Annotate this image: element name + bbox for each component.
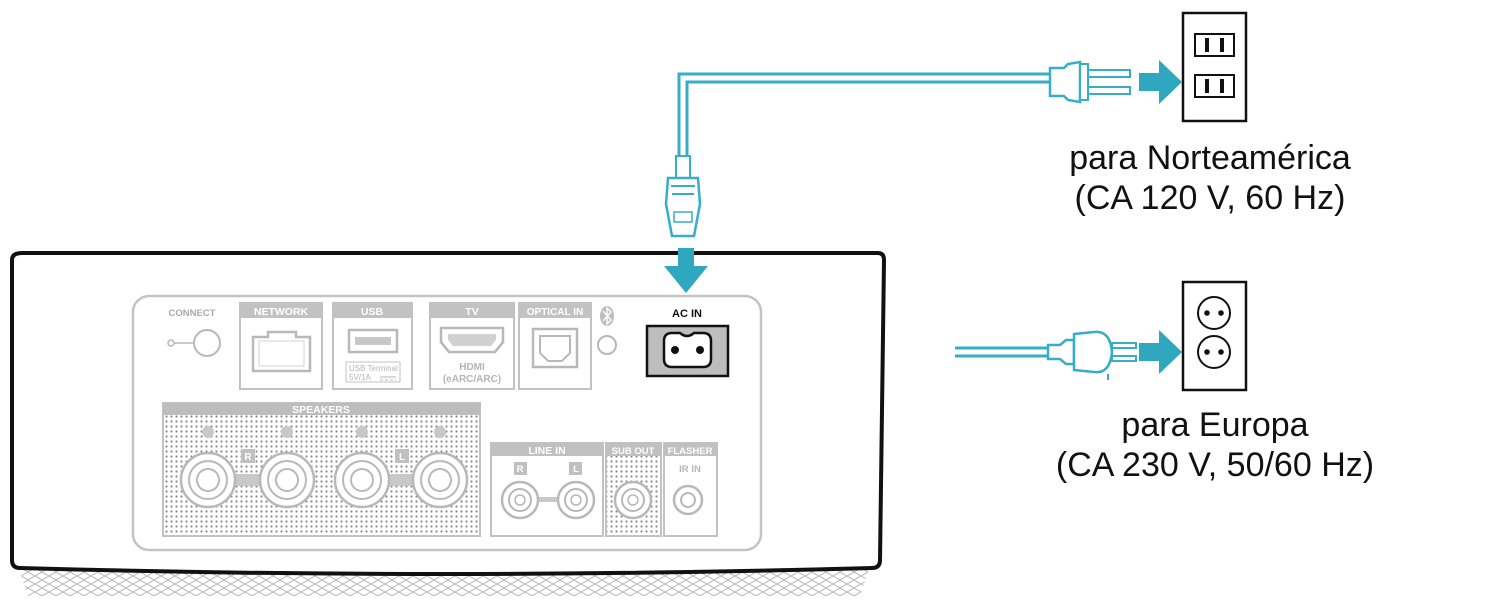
line-in-left-label: L [573, 464, 579, 475]
sub-out-jack[interactable] [613, 480, 653, 520]
network-label: NETWORK [254, 306, 309, 318]
line-in-right-label: R [517, 464, 524, 475]
receiver-unit: CONNECT NETWORK USB USB Termin [10, 251, 887, 596]
sub-out-label: SUB OUT [612, 446, 655, 457]
network-port[interactable]: NETWORK [239, 302, 323, 390]
arrow-down-icon [664, 248, 708, 293]
iec-connector [664, 155, 702, 238]
ethernet-port-icon [251, 330, 312, 373]
earc-label: (eARC/ARC) [443, 374, 501, 385]
us-outlet-icon [1181, 11, 1248, 123]
usb-power-label: 5V/1A [349, 373, 371, 382]
speaker-terminals[interactable]: R L [179, 426, 469, 509]
speaker-left-label: L [399, 452, 405, 463]
arrow-right-icon [1139, 330, 1182, 374]
usb-terminal-label: USB Terminal [349, 364, 398, 373]
us-plug-icon [1048, 60, 1131, 104]
speaker-post-l-minus[interactable] [411, 451, 469, 509]
optical-in-label: OPTICAL IN [527, 307, 583, 318]
ac-in-label: AC IN [672, 308, 702, 320]
connect-control[interactable]: CONNECT [167, 308, 221, 357]
arrow-right-icon [1139, 60, 1182, 104]
flasher-section[interactable]: FLASHER IR IN [663, 442, 718, 537]
flasher-label: FLASHER [668, 446, 713, 457]
hdmi-label: HDMI [459, 362, 485, 373]
ir-in-label: IR IN [679, 464, 701, 475]
north-america-power-cord [664, 60, 1182, 293]
usb-label: USB [361, 306, 384, 318]
ac-inlet-icon [662, 331, 713, 369]
ir-in-jack[interactable] [672, 484, 704, 516]
hdmi-port-icon [439, 326, 505, 354]
europe-caption-line2: (CA 230 V, 50/60 Hz) [1055, 446, 1375, 484]
hdmi-port[interactable]: TV HDMI (eARC/ARC) [429, 302, 515, 390]
sub-out-section[interactable]: SUB OUT [605, 442, 662, 537]
polarity-markers [202, 426, 446, 438]
ac-inlet[interactable]: AC IN [645, 308, 730, 378]
optical-port-icon [531, 327, 579, 369]
speaker-post-r-plus[interactable] [179, 451, 237, 509]
eu-outlet-icon [1181, 280, 1248, 392]
europe-power-cord [955, 330, 1182, 380]
speaker-right-label: R [244, 452, 252, 463]
eu-plug-icon [1046, 330, 1137, 380]
north-america-caption-line2: (CA 120 V, 60 Hz) [1074, 179, 1346, 217]
connect-label: CONNECT [169, 308, 216, 319]
line-in-section[interactable]: LINE IN R L [490, 442, 604, 537]
bluetooth-icon [600, 306, 614, 326]
speaker-post-r-minus[interactable] [258, 451, 316, 509]
line-in-jack-right[interactable] [500, 480, 540, 520]
usb-port-icon [347, 328, 399, 354]
north-america-caption-line1: para Norteamérica [1069, 139, 1351, 177]
speaker-post-l-plus[interactable] [333, 451, 391, 509]
europe-caption-line1: para Europa [1121, 406, 1309, 444]
optical-port[interactable]: OPTICAL IN [518, 302, 592, 390]
bluetooth-led [597, 335, 617, 355]
speakers-label: SPEAKERS [292, 404, 350, 416]
europe-caption: para Europa (CA 230 V, 50/60 Hz) [1010, 405, 1420, 485]
line-in-jack-left[interactable] [556, 480, 596, 520]
tv-label: TV [465, 306, 478, 318]
line-in-label: LINE IN [528, 445, 565, 457]
north-america-caption: para Norteamérica (CA 120 V, 60 Hz) [1030, 138, 1390, 218]
usb-port[interactable]: USB USB Terminal 5V/1A [332, 302, 413, 390]
